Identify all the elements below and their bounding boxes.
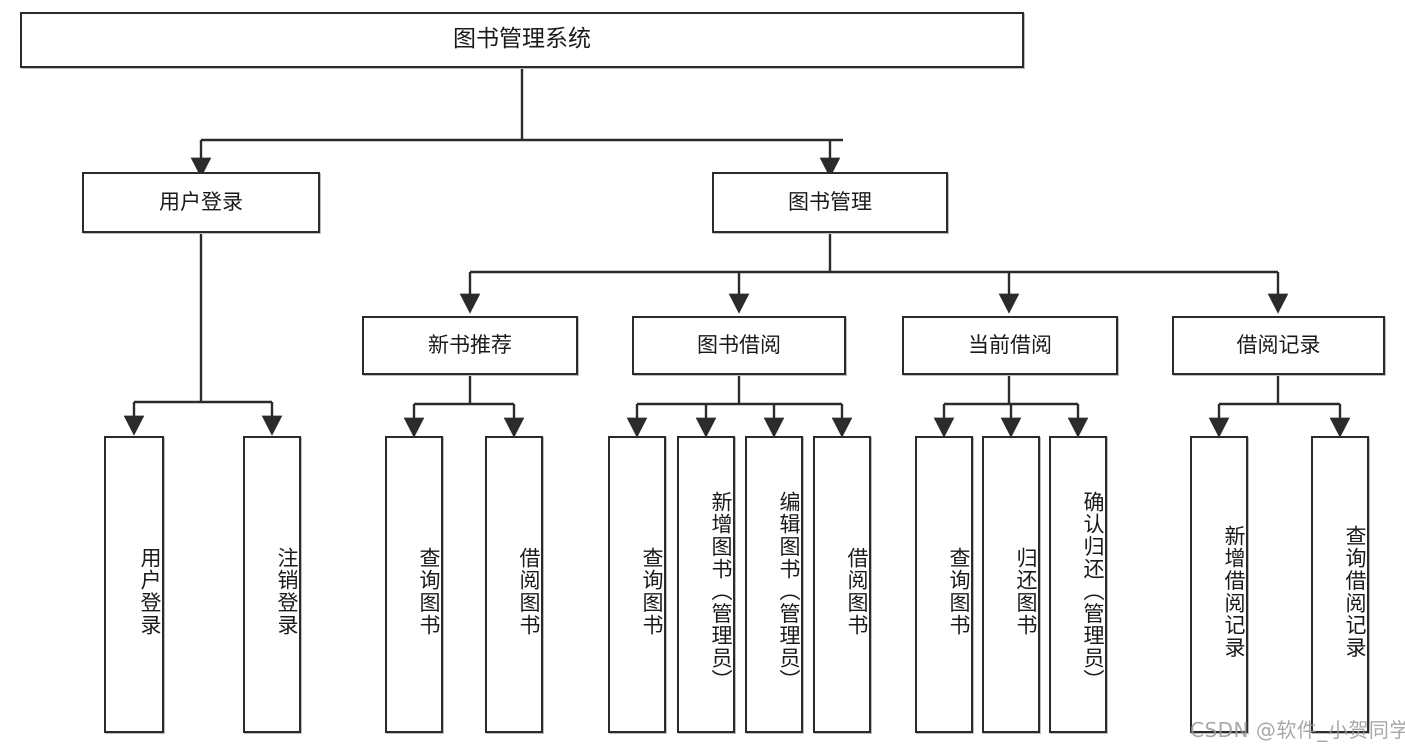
node-leaf-logout-label: 注销登录	[275, 546, 299, 637]
node-leaf-user-login[interactable]: 用户登录	[104, 436, 164, 733]
node-leaf-return-books[interactable]: 归还图书	[982, 436, 1040, 733]
node-book-management-label: 图书管理	[788, 190, 872, 215]
watermark-text: CSDN @软件_小贺同学	[1190, 718, 1405, 742]
node-leaf-add-borrow-record-label: 新增借阅记录	[1222, 524, 1246, 659]
node-leaf-query-books-borrow[interactable]: 查询图书	[608, 436, 666, 733]
node-borrow-records[interactable]: 借阅记录	[1172, 316, 1385, 375]
node-leaf-add-book-admin[interactable]: 新增图书（管理员）	[677, 436, 735, 733]
node-leaf-user-login-label: 用户登录	[138, 546, 162, 637]
node-leaf-query-books-recommend[interactable]: 查询图书	[385, 436, 443, 733]
node-root-label: 图书管理系统	[453, 26, 591, 53]
node-leaf-query-borrow-record-label: 查询借阅记录	[1343, 524, 1367, 659]
node-leaf-query-books-borrow-label: 查询图书	[640, 546, 664, 637]
node-leaf-query-books-current[interactable]: 查询图书	[915, 436, 973, 733]
node-current-borrow-label: 当前借阅	[968, 333, 1052, 358]
node-leaf-borrow-books[interactable]: 借阅图书	[813, 436, 871, 733]
watermark: CSDN @软件_小贺同学	[1190, 714, 1405, 743]
node-leaf-edit-book-admin-label: 编辑图书（管理员）	[777, 491, 801, 692]
node-new-book-recommend-label: 新书推荐	[428, 333, 512, 358]
node-leaf-confirm-return-admin-label: 确认归还（管理员）	[1081, 491, 1105, 692]
node-leaf-add-borrow-record[interactable]: 新增借阅记录	[1190, 436, 1248, 733]
node-leaf-edit-book-admin[interactable]: 编辑图书（管理员）	[745, 436, 803, 733]
node-leaf-logout[interactable]: 注销登录	[243, 436, 301, 733]
node-leaf-query-books-current-label: 查询图书	[947, 546, 971, 637]
node-root[interactable]: 图书管理系统	[20, 12, 1024, 68]
node-new-book-recommend[interactable]: 新书推荐	[362, 316, 578, 375]
node-borrow-records-label: 借阅记录	[1236, 333, 1321, 358]
node-leaf-confirm-return-admin[interactable]: 确认归还（管理员）	[1049, 436, 1107, 733]
node-current-borrow[interactable]: 当前借阅	[902, 316, 1118, 375]
node-leaf-query-books-recommend-label: 查询图书	[417, 546, 441, 637]
node-book-management[interactable]: 图书管理	[712, 172, 948, 233]
node-leaf-add-book-admin-label: 新增图书（管理员）	[709, 491, 733, 692]
node-user-login-label: 用户登录	[159, 190, 243, 215]
node-leaf-return-books-label: 归还图书	[1014, 546, 1038, 637]
node-leaf-borrow-books-label: 借阅图书	[845, 546, 869, 637]
node-book-borrow[interactable]: 图书借阅	[632, 316, 846, 375]
node-user-login[interactable]: 用户登录	[82, 172, 320, 233]
node-leaf-query-borrow-record[interactable]: 查询借阅记录	[1311, 436, 1369, 733]
node-book-borrow-label: 图书借阅	[697, 333, 781, 358]
node-leaf-borrow-books-recommend-label: 借阅图书	[517, 546, 541, 637]
node-leaf-borrow-books-recommend[interactable]: 借阅图书	[485, 436, 543, 733]
